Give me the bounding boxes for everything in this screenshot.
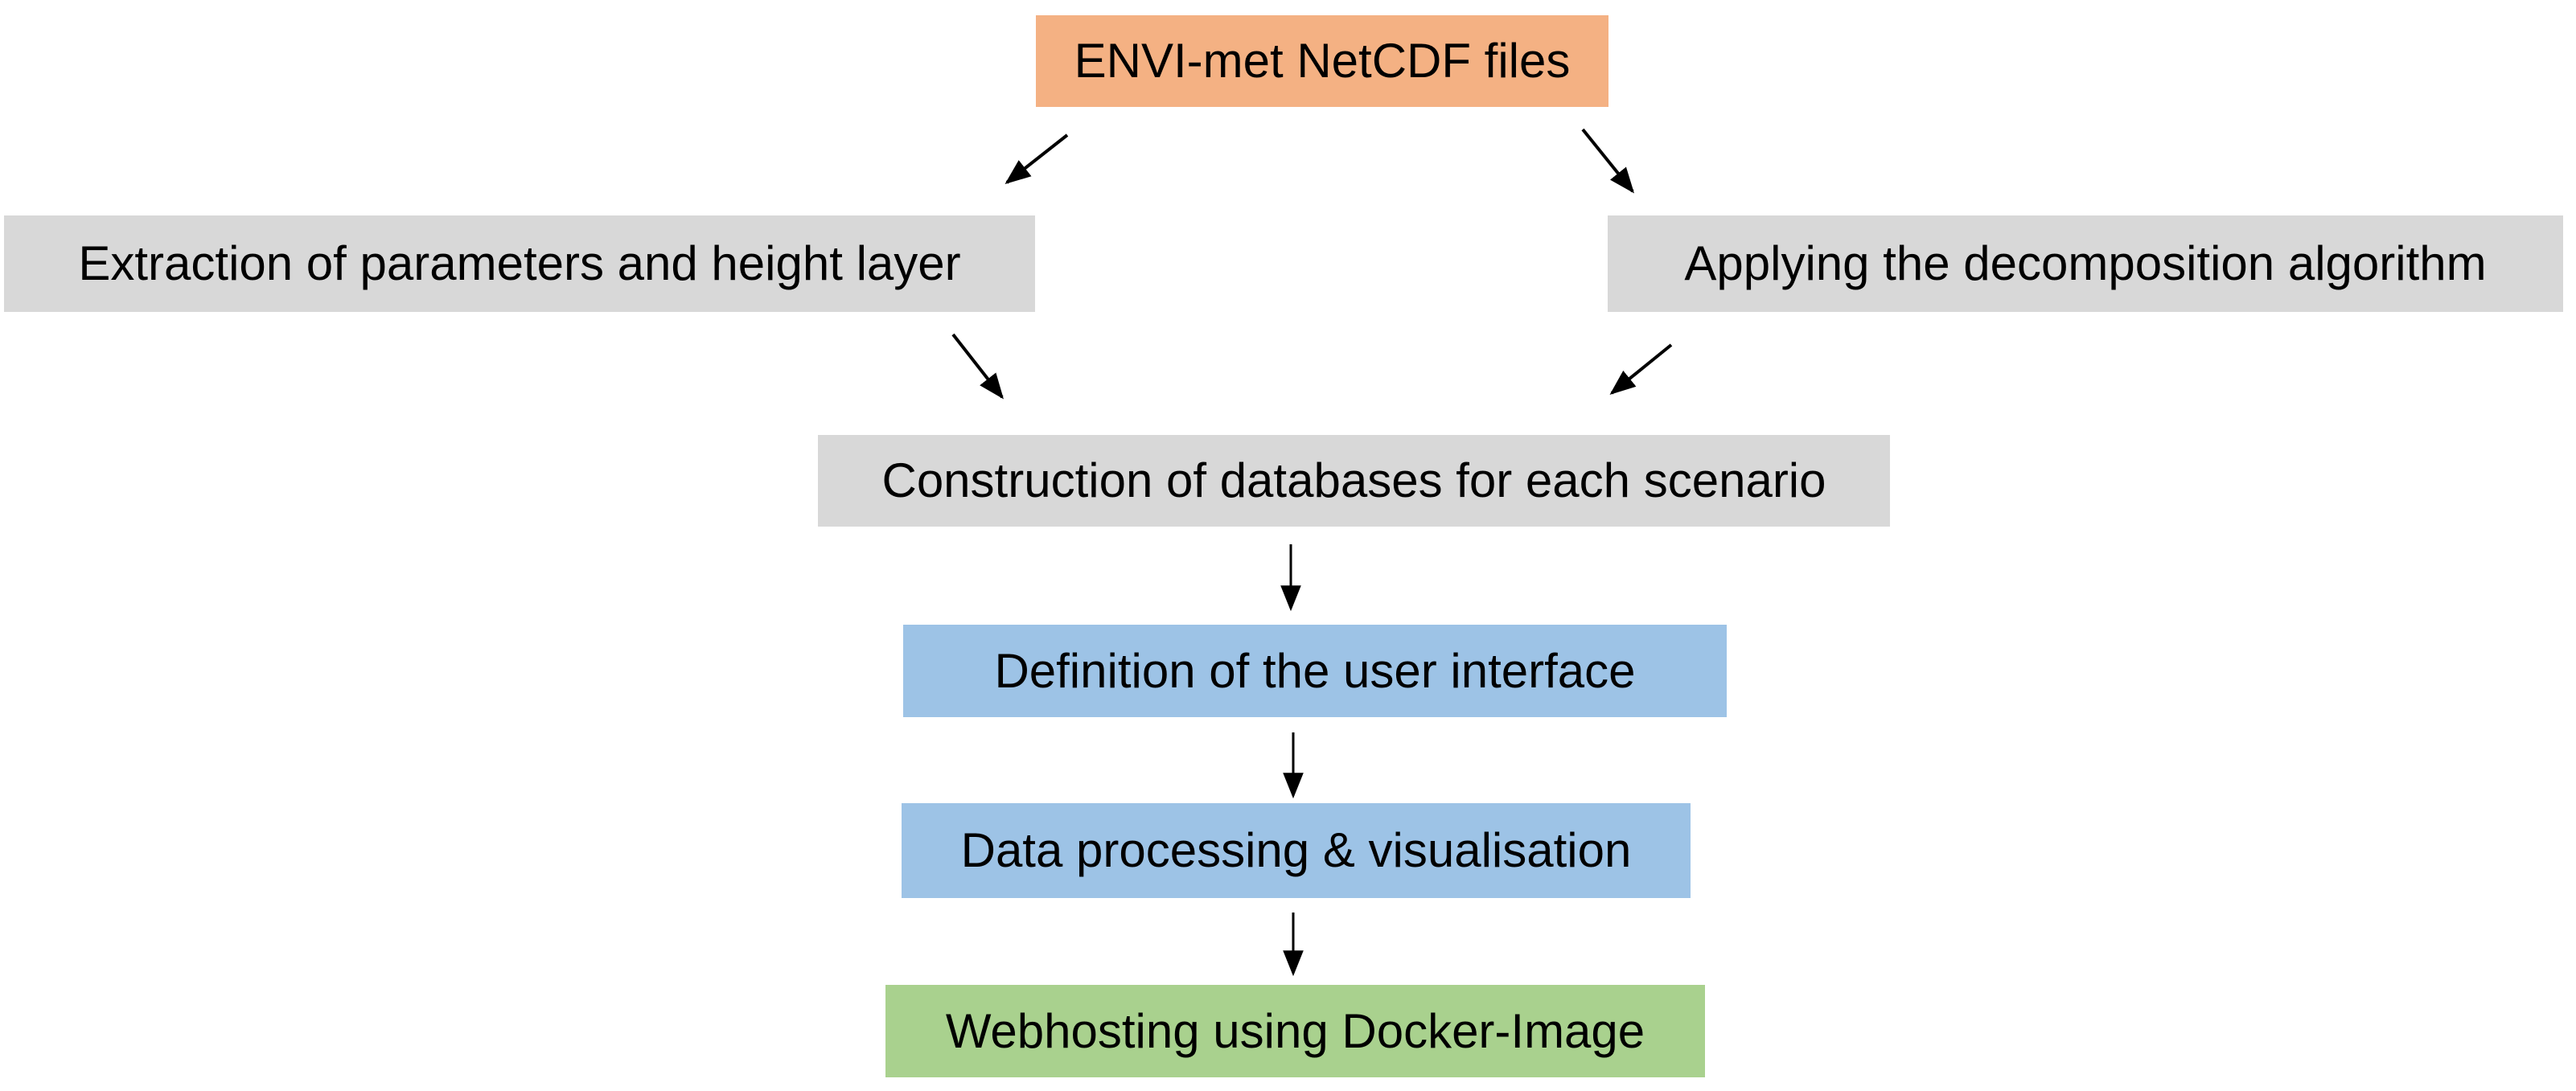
node-webhosting-docker-image: Webhosting using Docker-Image [885, 985, 1705, 1077]
node-decomposition-algorithm: Applying the decomposition algorithm [1608, 215, 2563, 312]
node-construction-of-databases: Construction of databases for each scena… [818, 435, 1890, 527]
arrow-extraction-to-databases [951, 333, 1004, 400]
node-definition-user-interface: Definition of the user interface [903, 625, 1727, 717]
node-envi-met-netcdf-files: ENVI-met NetCDF files [1036, 15, 1608, 107]
node-extraction-of-parameters: Extraction of parameters and height laye… [4, 215, 1035, 312]
node-data-processing-visualisation: Data processing & visualisation [902, 803, 1691, 898]
arrow-netcdf-to-extraction [1005, 133, 1069, 184]
arrow-netcdf-to-decomposition [1581, 128, 1635, 194]
arrow-decomposition-to-databases [1609, 343, 1673, 396]
